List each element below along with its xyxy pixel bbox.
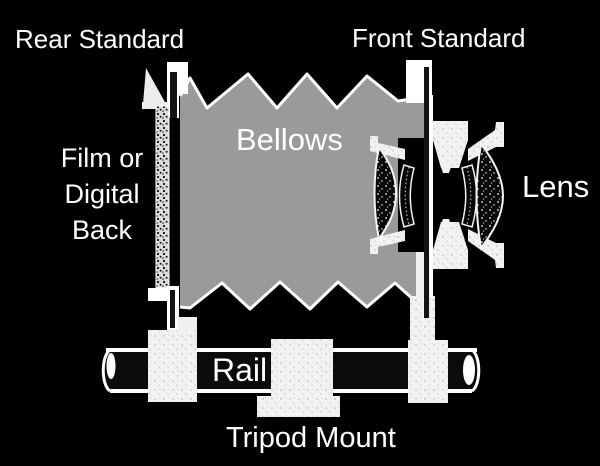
front-mount-upper xyxy=(410,296,435,340)
lens-front-element-stipple xyxy=(476,144,503,248)
label-bellows: Bellows xyxy=(236,122,343,157)
lens-flange-bottom-right xyxy=(468,229,504,268)
label-lens: Lens xyxy=(522,169,590,204)
rear-standard-bottom-tab xyxy=(148,288,167,301)
label-film-back-line1: Film or xyxy=(60,143,144,173)
label-rail: Rail xyxy=(212,352,268,388)
rear-standard-top-rod xyxy=(170,72,177,118)
label-film-back-line3: Back xyxy=(71,215,133,245)
shutter-housing-top xyxy=(433,121,468,168)
tripod-mount-base xyxy=(257,396,340,417)
rear-standard xyxy=(142,62,197,332)
bellows-gray-area xyxy=(180,74,424,309)
label-rear-standard: Rear Standard xyxy=(15,24,185,54)
rear-standard-bottom-rod xyxy=(170,290,175,328)
lens-inner-left-element xyxy=(398,164,415,228)
bellows-bottom-fold-outline xyxy=(179,280,425,311)
rail-right-cap-face xyxy=(463,355,475,385)
label-film-back-line2: Digital xyxy=(64,179,140,209)
front-mount-lower xyxy=(408,340,448,403)
rear-standard-rail-mount xyxy=(148,330,197,402)
lens-assembly xyxy=(370,121,505,269)
bellows-top-fold-outline xyxy=(178,72,425,110)
front-standard-rod xyxy=(424,67,429,318)
lens-flange-bottom-left xyxy=(370,230,405,254)
front-standard-rail-mount xyxy=(408,296,448,403)
rear-standard-knob xyxy=(143,68,166,104)
rail-left-cap-highlight xyxy=(106,353,116,379)
rear-standard-step-block xyxy=(178,317,197,331)
bellows-body xyxy=(178,72,425,311)
rear-standard-knob-base xyxy=(142,102,167,109)
rear-standard-top-clip xyxy=(178,63,188,94)
lens-inner-left-curve xyxy=(404,166,410,226)
label-tripod-mount: Tripod Mount xyxy=(226,422,396,454)
lens-flange-top-left xyxy=(370,136,405,160)
tripod-mount-stem xyxy=(271,339,333,397)
tripod-mount xyxy=(257,339,340,417)
rail-right-cap xyxy=(470,348,481,393)
front-standard-edge-line xyxy=(429,95,433,298)
lens-inner-right-element xyxy=(461,164,478,228)
shutter-housing-bottom xyxy=(433,222,468,269)
lens-inner-right-curve xyxy=(466,166,472,226)
label-front-standard: Front Standard xyxy=(352,23,526,53)
lens-flange-top-right xyxy=(468,122,504,161)
label-film-back: Film or Digital Back xyxy=(38,140,166,248)
aperture-iris-top xyxy=(440,164,452,173)
lens-rear-element-stipple xyxy=(374,147,396,239)
aperture-iris-bottom xyxy=(440,219,452,228)
